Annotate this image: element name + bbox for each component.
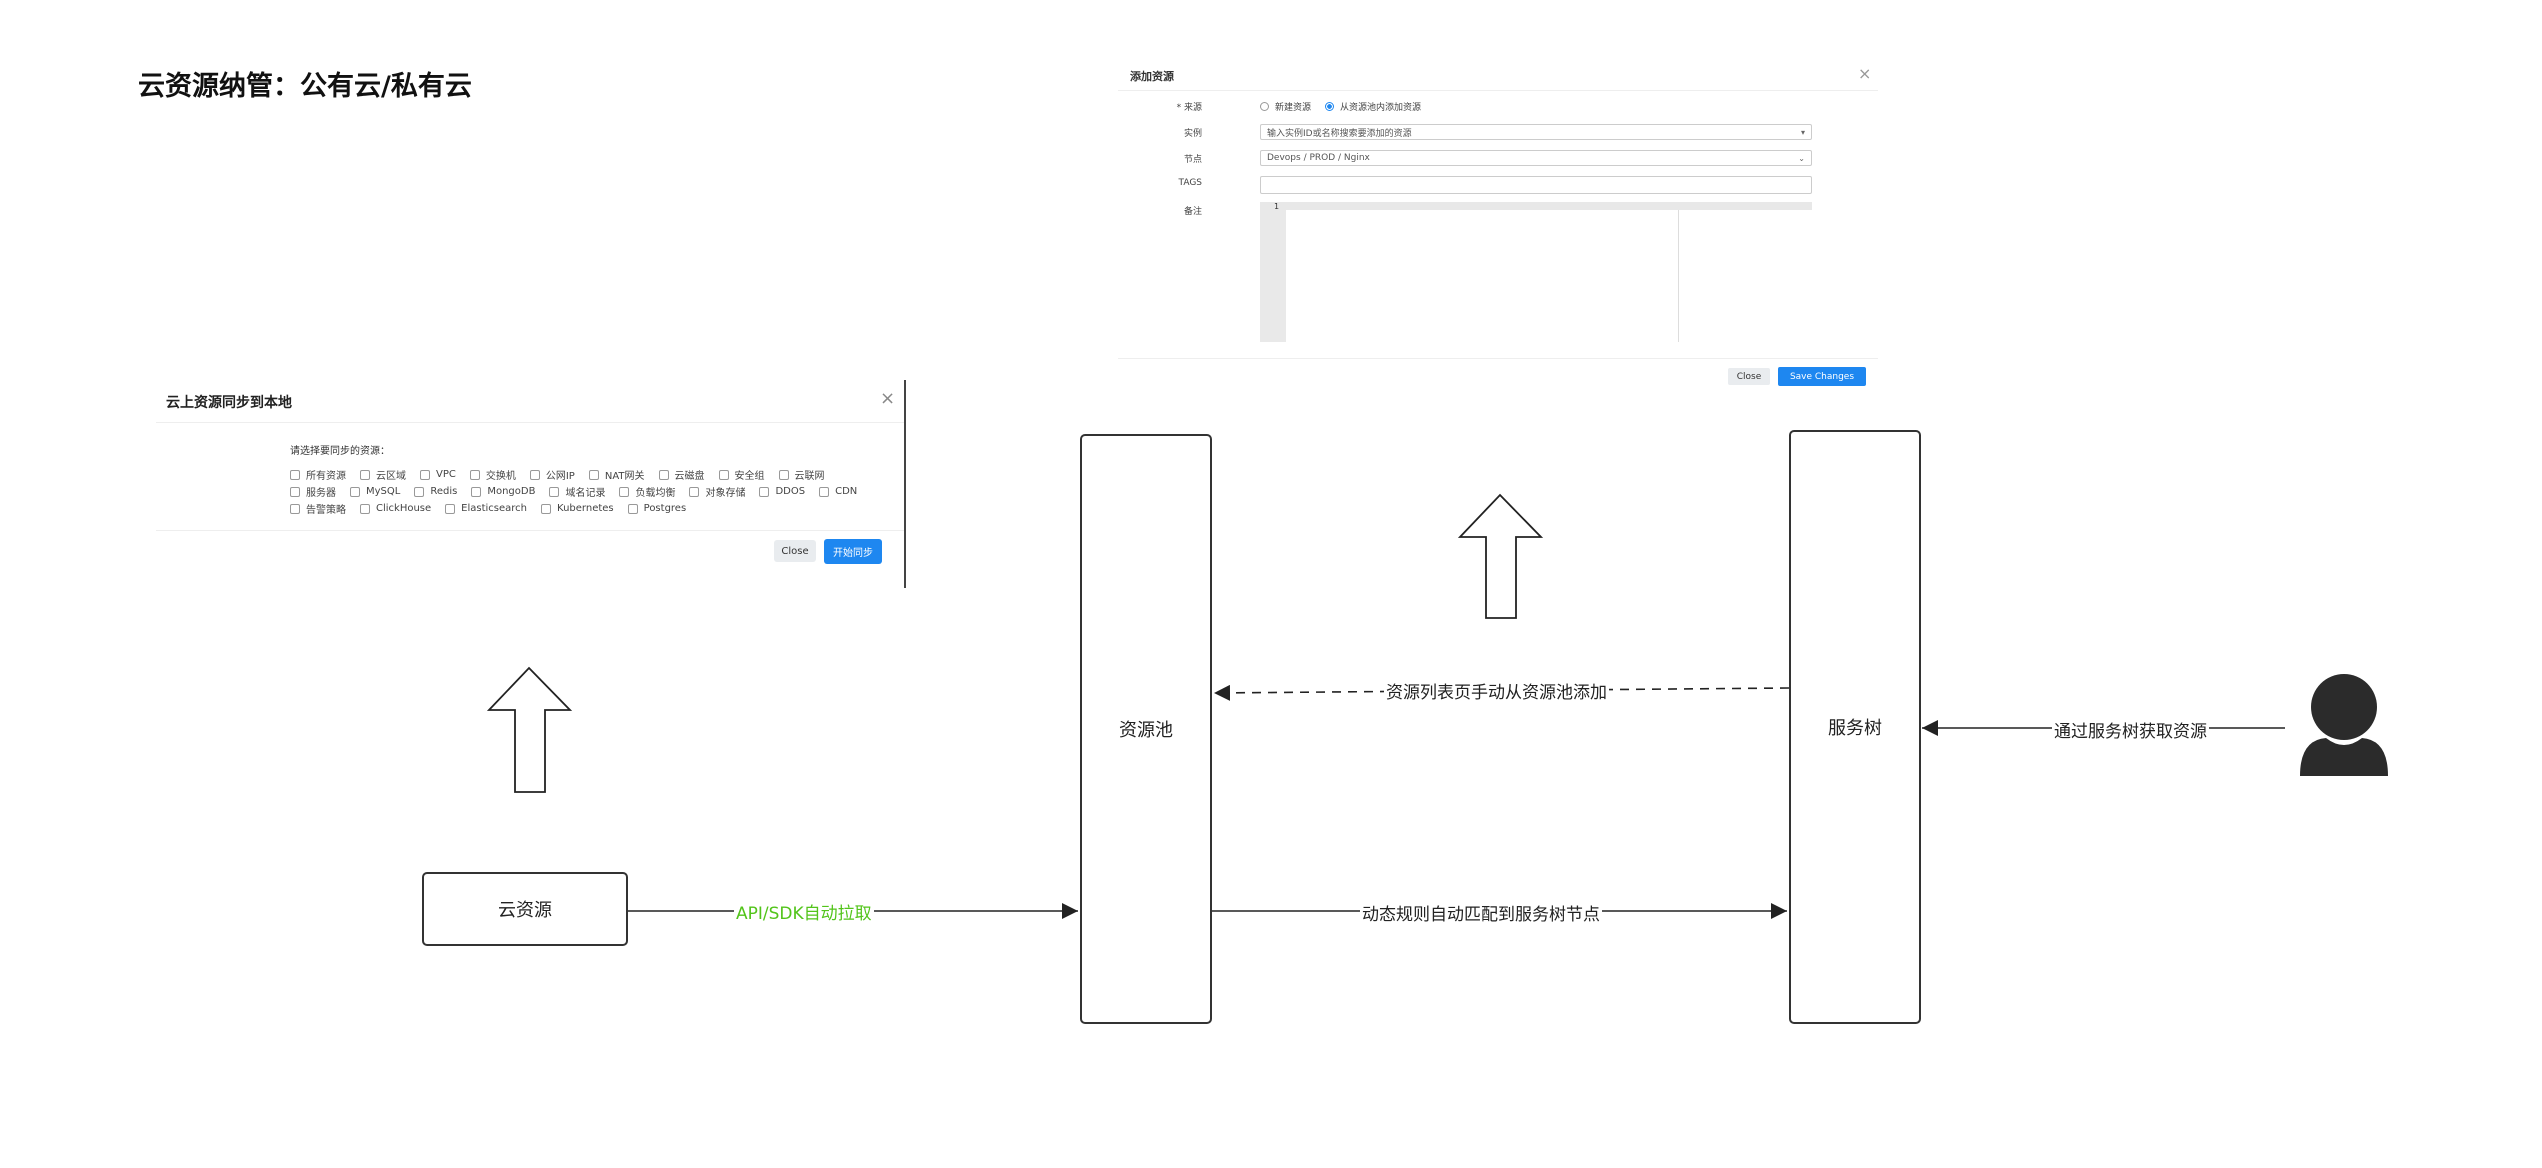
checkbox-icon[interactable] [819,486,830,497]
divider [1118,90,1878,91]
checkbox-icon[interactable] [689,486,700,497]
chevron-down-icon: ⌄ [1798,153,1805,163]
checkbox-mysql[interactable]: MySQL [350,486,400,497]
checkbox-row: 所有资源 云区域 VPC 交换机 公网IP NAT网关 云磁盘 安全组 云联网 [290,466,890,483]
checkbox-cloud-connect[interactable]: 云联网 [778,467,825,482]
user-icon [2300,674,2388,776]
tags-input[interactable] [1260,176,1812,194]
checkbox-public-ip[interactable]: 公网IP [529,467,575,482]
checkbox-icon[interactable] [759,486,770,497]
resource-pool-node: 资源池 [1080,434,1212,1024]
radio-icon[interactable] [1260,102,1269,111]
editor-gutter: 1 [1260,202,1286,342]
checkbox-load-balancer[interactable]: 负载均衡 [619,484,675,499]
radio-new-resource[interactable]: 新建资源 [1260,100,1311,113]
radio-selected-icon[interactable] [1325,102,1335,111]
close-icon[interactable]: × [880,388,896,409]
radio-from-pool[interactable]: 从资源池内添加资源 [1325,100,1421,113]
checkbox-icon[interactable] [627,503,638,514]
up-arrow-icon [1457,493,1544,619]
checkbox-clickhouse[interactable]: ClickHouse [360,503,431,514]
divider [1118,358,1878,359]
source-label: * 来源 [1176,103,1202,113]
checkbox-region[interactable]: 云区域 [360,467,406,482]
checkbox-dns-record[interactable]: 域名记录 [549,484,605,499]
sync-dialog-title: 云上资源同步到本地 [166,395,292,411]
close-button[interactable]: Close [1728,368,1770,385]
cloud-resource-node: 云资源 [422,872,628,946]
checkbox-nat-gateway[interactable]: NAT网关 [588,467,645,482]
checkbox-server[interactable]: 服务器 [290,484,336,499]
page-title: 云资源纳管：公有云/私有云 [138,71,472,102]
dropdown-arrow-icon: ▾ [1800,127,1805,137]
close-icon[interactable]: × [1858,64,1872,83]
checkbox-switch[interactable]: 交换机 [469,467,516,482]
checkbox-icon[interactable] [290,503,300,514]
checkbox-icon[interactable] [445,503,456,514]
note-editor[interactable]: 1 [1260,202,1812,342]
checkbox-icon[interactable] [778,469,789,480]
line-number: 1 [1274,202,1280,211]
checkbox-ddos[interactable]: DDOS [759,486,805,497]
edge-label-user-get: 通过服务树获取资源 [2052,717,2209,742]
add-dialog-title: 添加资源 [1130,70,1174,83]
close-button[interactable]: Close [774,540,816,562]
tags-label: TAGS [1178,178,1202,188]
checkbox-kubernetes[interactable]: Kubernetes [541,503,614,514]
checkbox-row: 服务器 MySQL Redis MongoDB 域名记录 负载均衡 对象存储 D… [290,483,890,500]
checkbox-icon[interactable] [360,469,370,480]
save-changes-button[interactable]: Save Changes [1778,367,1866,386]
sync-prompt: 请选择要同步的资源： [290,446,390,457]
node-label: 节点 [1183,155,1202,165]
checkbox-cloud-disk[interactable]: 云磁盘 [658,467,705,482]
checkbox-icon[interactable] [360,503,370,514]
service-tree-node: 服务树 [1789,430,1921,1024]
source-radio-group: 新建资源 从资源池内添加资源 [1260,100,1435,113]
checkbox-icon[interactable] [529,469,540,480]
checkbox-mongodb[interactable]: MongoDB [471,486,535,497]
checkbox-icon[interactable] [619,486,630,497]
checkbox-elasticsearch[interactable]: Elasticsearch [445,503,527,514]
sync-dialog: 云上资源同步到本地 × 请选择要同步的资源： 所有资源 云区域 VPC 交换机 … [156,380,906,588]
checkbox-icon[interactable] [549,486,560,497]
note-label: 备注 [1183,207,1202,217]
divider [156,530,904,531]
checkbox-icon[interactable] [290,469,300,480]
instance-label: 实例 [1183,129,1202,139]
checkbox-security-group[interactable]: 安全组 [718,467,765,482]
add-resource-dialog: 添加资源 × * 来源 新建资源 从资源池内添加资源 实例 输入实例ID或名称搜… [1118,62,1878,402]
checkbox-alert-policy[interactable]: 告警策略 [290,501,346,516]
checkbox-icon[interactable] [718,469,729,480]
editor-ruler [1678,210,1679,342]
divider [156,422,904,423]
edge-label-api-pull: API/SDK自动拉取 [734,899,874,924]
node-select[interactable]: Devops / PROD / Nginx ⌄ [1260,150,1812,166]
checkbox-icon[interactable] [290,486,300,497]
checkbox-redis[interactable]: Redis [414,486,457,497]
checkbox-icon[interactable] [471,486,482,497]
checkbox-all-resources[interactable]: 所有资源 [290,467,346,482]
checkbox-icon[interactable] [541,503,552,514]
up-arrow-icon [486,666,573,793]
checkbox-object-storage[interactable]: 对象存储 [689,484,745,499]
edge-label-manual-add: 资源列表页手动从资源池添加 [1384,678,1609,703]
checkbox-icon[interactable] [350,486,360,497]
resource-checkbox-grid: 所有资源 云区域 VPC 交换机 公网IP NAT网关 云磁盘 安全组 云联网 … [290,466,890,517]
checkbox-icon[interactable] [588,469,599,480]
checkbox-icon[interactable] [420,469,430,480]
checkbox-icon[interactable] [469,469,480,480]
checkbox-icon[interactable] [414,486,425,497]
edge-label-auto-match: 动态规则自动匹配到服务树节点 [1360,900,1602,925]
start-sync-button[interactable]: 开始同步 [824,539,882,564]
checkbox-vpc[interactable]: VPC [420,469,456,480]
checkbox-icon[interactable] [658,469,669,480]
checkbox-postgres[interactable]: Postgres [627,503,686,514]
checkbox-row: 告警策略 ClickHouse Elasticsearch Kubernetes… [290,500,890,517]
instance-search-select[interactable]: 输入实例ID或名称搜索要添加的资源 ▾ [1260,124,1812,140]
checkbox-cdn[interactable]: CDN [819,486,857,497]
